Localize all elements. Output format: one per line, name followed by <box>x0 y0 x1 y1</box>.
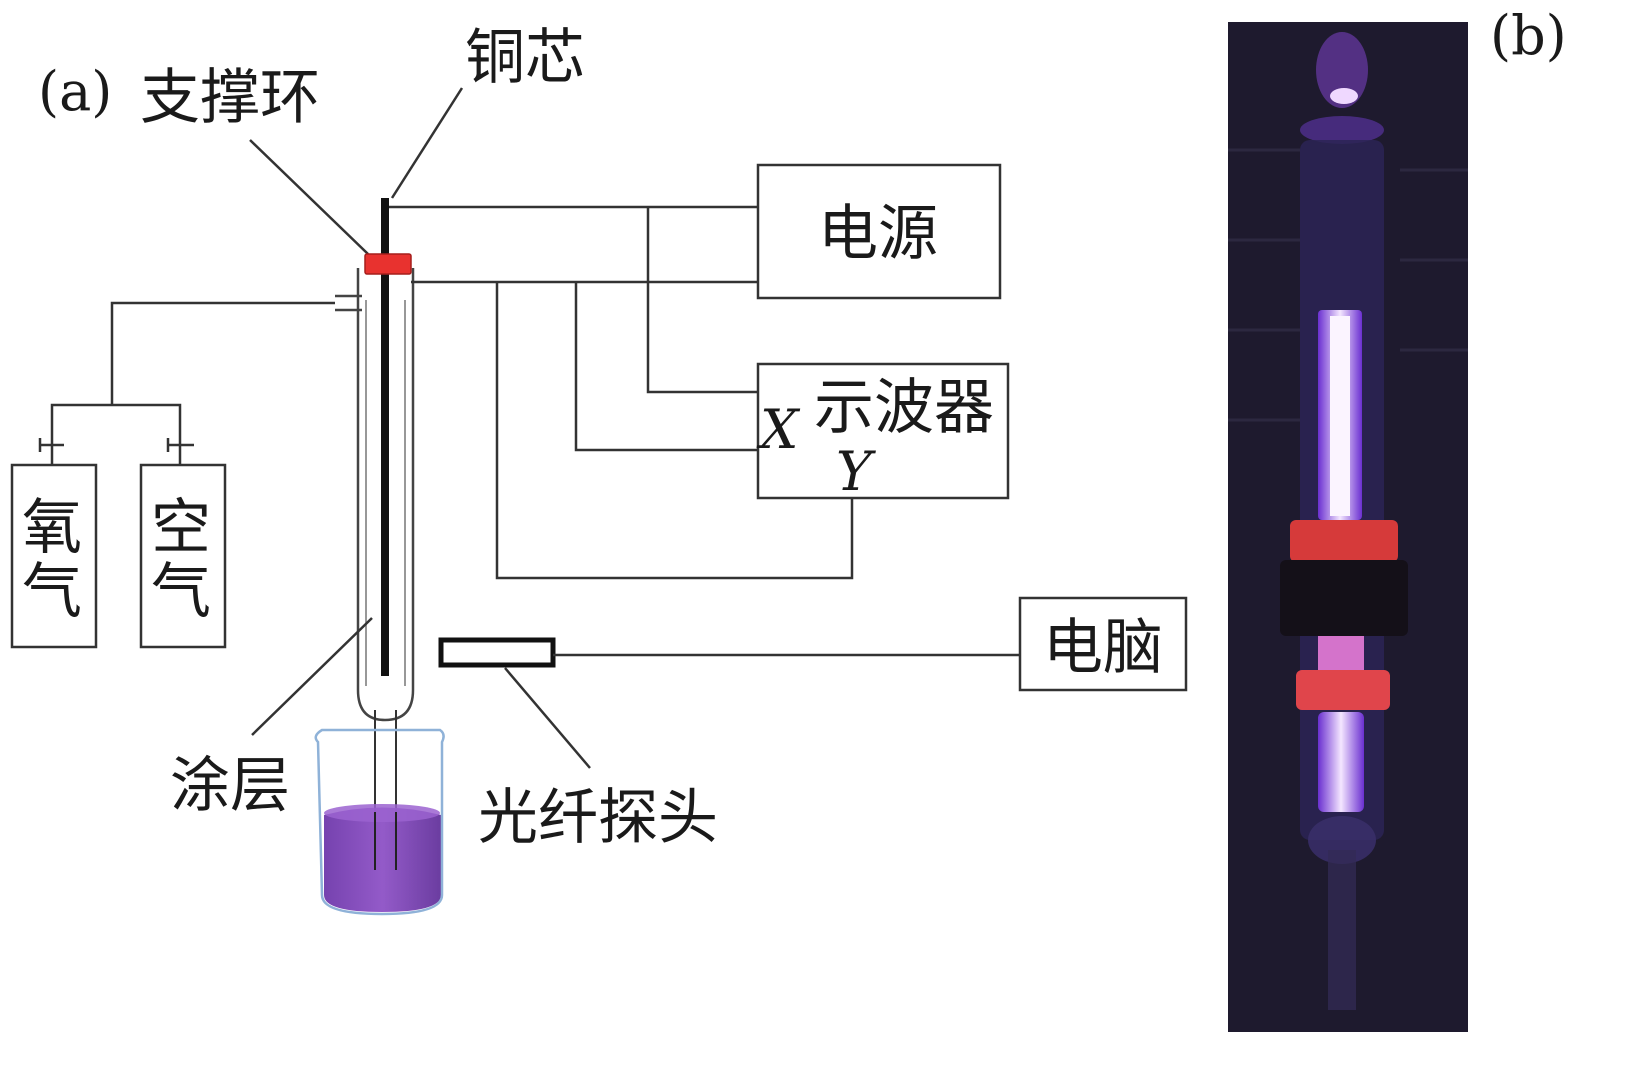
wire-ring-to-osc-y <box>495 282 854 580</box>
oxygen-label-char-2: 气 <box>22 557 82 627</box>
computer-label: 电脑 <box>1043 613 1163 683</box>
beaker <box>314 728 445 916</box>
support-ring-label: 支撑环 <box>140 63 320 133</box>
fiber-probe-leader <box>504 667 591 769</box>
oscilloscope-x-label: X <box>756 398 801 461</box>
oscilloscope-label: 示波器 <box>814 373 994 443</box>
power-supply-box <box>756 163 1002 300</box>
reactor-tube <box>335 198 415 870</box>
support-ring-red-lower <box>1296 670 1390 710</box>
air-label-char-1: 空 <box>151 493 211 563</box>
beaker-liquid-surface <box>324 804 440 822</box>
panel-a: (a) 支撑环 铜芯 电源 <box>10 23 1188 916</box>
panel-b: (b) <box>1228 4 1567 1032</box>
computer-box <box>1018 596 1188 692</box>
tube-bottom-taper <box>1308 816 1376 864</box>
tube-outer-wall <box>356 268 415 722</box>
oxygen-label-char-1: 氧 <box>22 493 82 563</box>
plasma-core-upper <box>1330 316 1350 516</box>
fiber-probe <box>438 637 556 668</box>
oscilloscope-box <box>756 362 1010 500</box>
beaker-liquid <box>324 807 441 912</box>
support-ring-leader <box>249 139 369 255</box>
plasma-glow-middle <box>1318 636 1364 672</box>
air-label-char-2: 气 <box>151 557 211 627</box>
air-cylinder <box>139 463 227 649</box>
oscilloscope-y-label: Y <box>836 440 876 503</box>
oxygen-valve-icon <box>38 438 64 452</box>
tube-bottom-stem <box>1328 850 1356 1010</box>
plasma-tube-photo <box>1228 22 1468 1032</box>
top-flange <box>1300 116 1384 144</box>
wire-power-to-osc-x <box>646 207 758 394</box>
fiber-probe-label: 光纤探头 <box>478 783 718 853</box>
copper-core-rod <box>381 198 389 676</box>
top-fitting-glow <box>1316 32 1368 108</box>
copper-core-label: 铜芯 <box>465 23 585 93</box>
support-ring-red-upper <box>1290 520 1398 562</box>
panel-a-label: (a) <box>38 60 112 123</box>
plasma-glow-lower <box>1318 712 1364 812</box>
wire-gas-split <box>50 403 182 465</box>
beaker-glass <box>314 728 445 916</box>
panel-b-label: (b) <box>1490 4 1567 67</box>
copper-core-leader <box>390 87 464 199</box>
oxygen-cylinder <box>10 463 98 649</box>
air-valve-icon <box>166 438 194 452</box>
power-supply-label: 电源 <box>818 199 938 269</box>
wire-ring-to-osc-x-in <box>574 282 790 452</box>
background-shelving <box>1228 148 1468 422</box>
clamp-dark <box>1280 560 1408 636</box>
coating-label: 涂层 <box>170 751 290 821</box>
support-ring <box>364 253 412 275</box>
wire-gas-main <box>110 301 335 405</box>
top-fitting-hotspot <box>1330 88 1358 104</box>
coating-leader <box>251 617 373 736</box>
